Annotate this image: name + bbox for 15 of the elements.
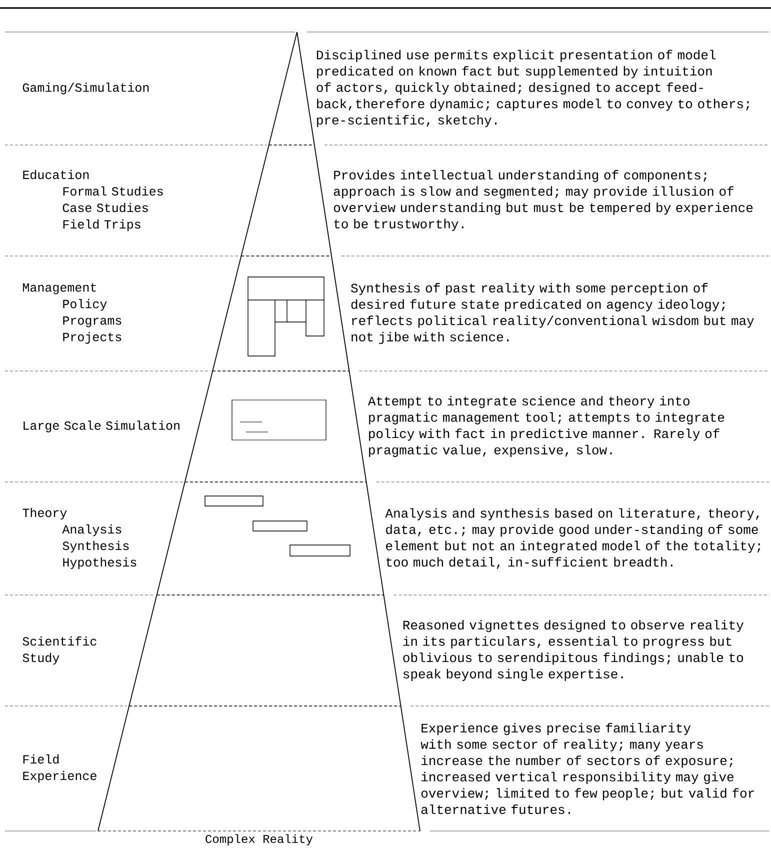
band-heading: Scientific Study [22,636,96,665]
band-heading: Theory Analysis Synthesis Hypothesis [22,508,136,570]
band-description: Analysis and synthesis based on literature, theory, data, etc.; may provide good under-standing of some element but not an integrated model of the totality; too much detail, in-sufficient breadth. [385,508,760,569]
band-description: Attempt to integrate science and theory into pragmatic management tool; attempts to integrate policy with fact in predictive manner. Rarely of pragmatic value, expensive, slow. [368,396,724,458]
band-description: Disciplined use permits explicit presentation of model predicated on known fact but supplemented by intuition of actors, quickly obtained; designed to accept feed-back,therefore dynamic; captures model to convey to others; pre-scientific, sketchy. [316,50,750,128]
band-description: Synthesis of past reality with some perception of desired future state predicated on agency ideology; reflects political reality/conventional wisdom but may not jibe with science. [351,283,754,344]
base-label: Complex Reality [206,834,313,846]
band-description: Provides intellectual understanding of components; approach is slow and segmented; may provide illusion of overview understanding but must be tempered by experience to be trustworthy. [334,170,753,231]
band-heading: Management Policy Programs Projects [22,283,122,344]
band-heading: Education Formal Studies Case Studies Field Trips [23,170,163,232]
band-heading: Gaming/Simulation [22,82,149,94]
band-heading: Field Experience [23,754,96,783]
band-description: Reasoned vignettes designed to observe reality in its particulars, essential to progress but oblivious to serendipitous findings; unable to speak beyond single expertise. [403,620,744,682]
band-description: Experience gives precise familiarity with some sector of reality; many years increase the number of sectors of exposure; increased vertical responsibility may give overview; limited to few people; but valid for alternative futures. [420,722,754,814]
band-heading: Large Scale Simulation [24,420,180,432]
